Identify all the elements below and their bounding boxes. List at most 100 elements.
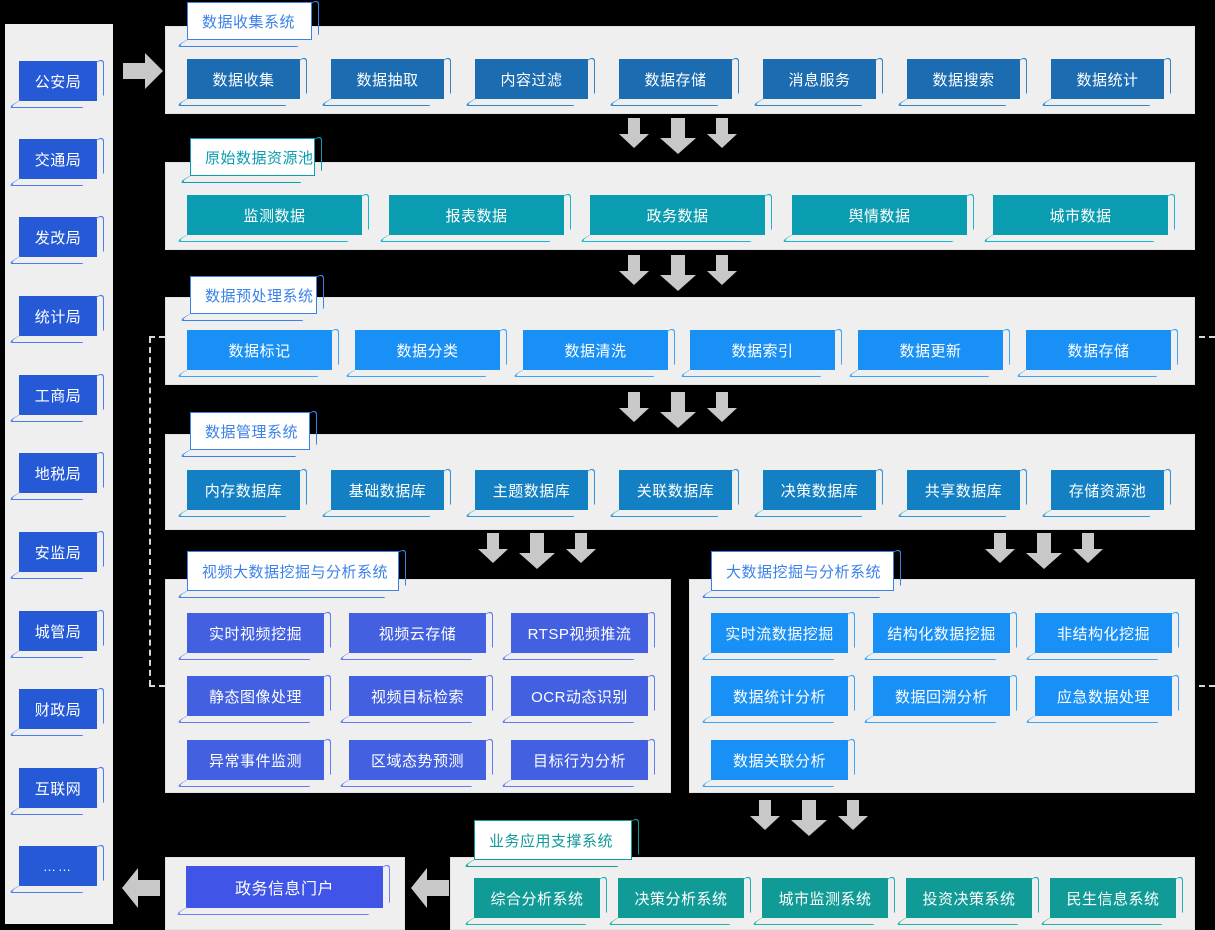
section-title-manage: 数据管理系统	[177, 408, 317, 457]
node-label: 决策分析系统	[634, 890, 728, 908]
section-title-label: 业务应用支撑系统	[489, 832, 614, 850]
node-label: 内容过滤	[500, 71, 563, 89]
node-preprocess-5[interactable]: 数据存储	[1013, 326, 1178, 377]
node-manage-0[interactable]: 内存数据库	[174, 466, 307, 517]
node-label: 数据统计分析	[732, 688, 826, 706]
sidebar-item-label: ……	[43, 858, 73, 874]
node-preprocess-3[interactable]: 数据索引	[677, 326, 842, 377]
node-pool-1[interactable]: 报表数据	[376, 191, 571, 242]
node-video-0[interactable]: 实时视频挖掘	[174, 609, 331, 660]
node-business-2[interactable]: 城市监测系统	[749, 874, 895, 925]
node-manage-5[interactable]: 共享数据库	[894, 466, 1027, 517]
node-label: 目标行为分析	[532, 752, 626, 770]
node-label: 关联数据库	[636, 482, 715, 500]
flow-arrow-down-small	[838, 800, 868, 830]
sidebar-item-5[interactable]: 地税局	[6, 449, 104, 500]
node-pool-2[interactable]: 政务数据	[577, 191, 772, 242]
node-collect-1[interactable]: 数据抽取	[318, 55, 451, 106]
node-pool-0[interactable]: 监测数据	[174, 191, 369, 242]
node-portal[interactable]: 政务信息门户	[173, 862, 390, 915]
node-video-4[interactable]: 视频目标检索	[336, 672, 493, 723]
sidebar-item-1[interactable]: 交通局	[6, 135, 104, 186]
node-preprocess-1[interactable]: 数据分类	[342, 326, 507, 377]
node-business-1[interactable]: 决策分析系统	[605, 874, 751, 925]
node-preprocess-2[interactable]: 数据清洗	[510, 326, 675, 377]
flow-arrow-down-large	[660, 118, 696, 154]
node-manage-3[interactable]: 关联数据库	[606, 466, 739, 517]
node-label: 基础数据库	[348, 482, 427, 500]
scope-bracket-left-bottom	[149, 685, 175, 687]
section-title-preprocess: 数据预处理系统	[177, 272, 324, 321]
sidebar-item-3[interactable]: 统计局	[6, 292, 104, 343]
node-label: 民生信息系统	[1066, 890, 1160, 908]
sidebar-item-0[interactable]: 公安局	[6, 57, 104, 108]
node-label: 数据存储	[1067, 342, 1130, 360]
node-bigdata-3[interactable]: 数据统计分析	[698, 672, 855, 723]
node-label: 存储资源池	[1068, 482, 1147, 500]
node-collect-0[interactable]: 数据收集	[174, 55, 307, 106]
sidebar-item-label: 发改局	[34, 229, 82, 247]
node-collect-4[interactable]: 消息服务	[750, 55, 883, 106]
sidebar-item-2[interactable]: 发改局	[6, 213, 104, 264]
section-title-label: 视频大数据挖掘与分析系统	[202, 563, 389, 581]
node-business-3[interactable]: 投资决策系统	[893, 874, 1039, 925]
node-manage-4[interactable]: 决策数据库	[750, 466, 883, 517]
node-bigdata-0[interactable]: 实时流数据挖掘	[698, 609, 855, 660]
node-label: 舆情数据	[848, 207, 911, 225]
sidebar-item-label: 公安局	[34, 73, 82, 91]
node-video-3[interactable]: 静态图像处理	[174, 672, 331, 723]
node-pool-4[interactable]: 城市数据	[980, 191, 1175, 242]
node-label: 视频目标检索	[370, 688, 464, 706]
node-video-5[interactable]: OCR动态识别	[498, 672, 655, 723]
sidebar-item-6[interactable]: 安监局	[6, 528, 104, 579]
sidebar-item-8[interactable]: 财政局	[6, 685, 104, 736]
node-bigdata-1[interactable]: 结构化数据挖掘	[860, 609, 1017, 660]
section-title-label: 数据预处理系统	[205, 287, 314, 305]
flow-arrow-down-large	[660, 392, 696, 428]
node-bigdata-4[interactable]: 数据回溯分析	[860, 672, 1017, 723]
node-business-4[interactable]: 民生信息系统	[1037, 874, 1183, 925]
sidebar-item-4[interactable]: 工商局	[6, 371, 104, 422]
section-title-big-data-mining: 大数据挖掘与分析系统	[698, 547, 901, 598]
node-label: 城市监测系统	[778, 890, 872, 908]
node-preprocess-0[interactable]: 数据标记	[174, 326, 339, 377]
sidebar-item-label: 互联网	[34, 780, 82, 798]
panel-preprocess	[165, 297, 1195, 385]
sidebar-item-9[interactable]: 互联网	[6, 764, 104, 815]
node-label: 实时流数据挖掘	[725, 625, 834, 643]
section-title-label: 原始数据资源池	[205, 149, 314, 167]
node-label: 投资决策系统	[922, 890, 1016, 908]
sidebar-item-7[interactable]: 城管局	[6, 607, 104, 658]
node-bigdata-5[interactable]: 应急数据处理	[1022, 672, 1179, 723]
node-collect-3[interactable]: 数据存储	[606, 55, 739, 106]
node-collect-6[interactable]: 数据统计	[1038, 55, 1171, 106]
section-title-pool: 原始数据资源池	[177, 134, 322, 183]
flow-arrow-right	[123, 53, 163, 89]
scope-bracket-right-bottom	[1189, 685, 1215, 687]
node-collect-2[interactable]: 内容过滤	[462, 55, 595, 106]
node-manage-1[interactable]: 基础数据库	[318, 466, 451, 517]
node-video-8[interactable]: 目标行为分析	[498, 736, 655, 787]
node-pool-3[interactable]: 舆情数据	[779, 191, 974, 242]
node-manage-2[interactable]: 主题数据库	[462, 466, 595, 517]
node-preprocess-4[interactable]: 数据更新	[845, 326, 1010, 377]
flow-arrow-left	[411, 868, 449, 908]
node-bigdata-6[interactable]: 数据关联分析	[698, 736, 855, 787]
section-title-label: 数据收集系统	[202, 13, 296, 31]
node-video-1[interactable]: 视频云存储	[336, 609, 493, 660]
node-video-6[interactable]: 异常事件监测	[174, 736, 331, 787]
node-bigdata-2[interactable]: 非结构化挖掘	[1022, 609, 1179, 660]
node-label: 数据存储	[644, 71, 707, 89]
flow-arrow-down-small	[619, 392, 649, 422]
flow-arrow-down-large	[1026, 533, 1062, 569]
node-collect-5[interactable]: 数据搜索	[894, 55, 1027, 106]
node-video-7[interactable]: 区域态势预测	[336, 736, 493, 787]
node-video-2[interactable]: RTSP视频推流	[498, 609, 655, 660]
node-manage-6[interactable]: 存储资源池	[1038, 466, 1171, 517]
node-label: 数据清洗	[564, 342, 627, 360]
node-label: 报表数据	[445, 207, 508, 225]
node-label: 共享数据库	[924, 482, 1003, 500]
node-label: 决策数据库	[780, 482, 859, 500]
sidebar-item-10[interactable]: ……	[6, 842, 104, 893]
node-business-0[interactable]: 综合分析系统	[461, 874, 607, 925]
